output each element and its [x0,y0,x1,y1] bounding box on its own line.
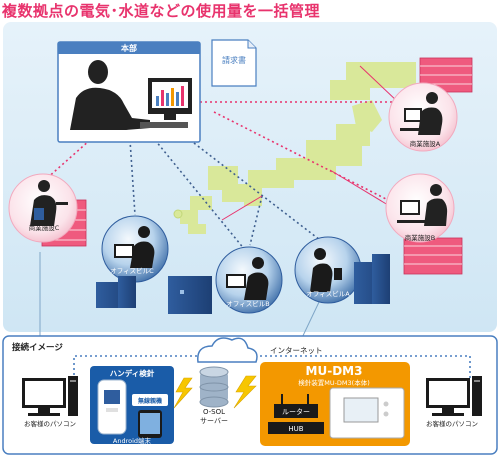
office-a-label: オフィスビルA [306,289,350,298]
lightning-right-icon [233,375,257,409]
hq-label: 本部 [120,43,137,53]
commercial-b-label: 商業施設B [405,233,435,242]
japan-map [180,62,416,234]
router-label: ルーター [282,407,310,416]
office-c-building [96,276,136,308]
commercial-b-circle [385,173,463,275]
cloud-icon [197,337,258,363]
mu-title: MU-DM3 [306,364,363,378]
office-b-building [168,276,212,314]
handy-app-label: 無線親機 [138,397,162,405]
hub-label: HUB [288,425,303,433]
commercial-a-circle [388,57,473,152]
right-pc-icon [426,376,482,416]
lightning-left-icon [173,377,193,409]
handy-box [90,366,174,444]
mu-sub: 検針装置MU-DM3(本体) [298,378,370,387]
pink-leader-lines [221,65,399,221]
handy-android-label: Android端末 [113,436,152,445]
office-c-circle [101,215,169,283]
internet-label: インターネット [270,346,323,355]
mu-dm3-box [260,362,410,446]
marker-dot [173,209,183,219]
connection-lines [44,101,398,251]
internet-line [73,355,471,380]
invoice-document [211,39,257,87]
office-a-building [354,254,390,304]
pc-left-label: お客様のパソコン [24,419,76,428]
commercial-a-label: 商業施設A [410,139,441,148]
server-icon [199,366,229,408]
server-label-line2: サーバー [200,417,228,425]
drop-lines [39,252,321,343]
office-c-label: オフィスビルC [110,266,154,275]
handy-title: ハンディ検針 [110,368,155,378]
office-b-circle [215,246,283,314]
commercial-c-label: 商業施設C [29,223,60,232]
hq-box [57,41,201,143]
left-pc-icon [22,376,78,416]
commercial-c-circle [8,173,87,247]
hq-monitor-bars [156,86,184,106]
office-b-label: オフィスビルB [226,299,269,308]
connection-heading: 接続イメージ [12,342,63,353]
server-label-line1: O-SOL [203,408,225,416]
pc-right-label: お客様のパソコン [426,419,478,428]
invoice-label: 請求書 [222,55,246,65]
page-title: 複数拠点の電気･水道などの使用量を一括管理 [2,2,321,20]
